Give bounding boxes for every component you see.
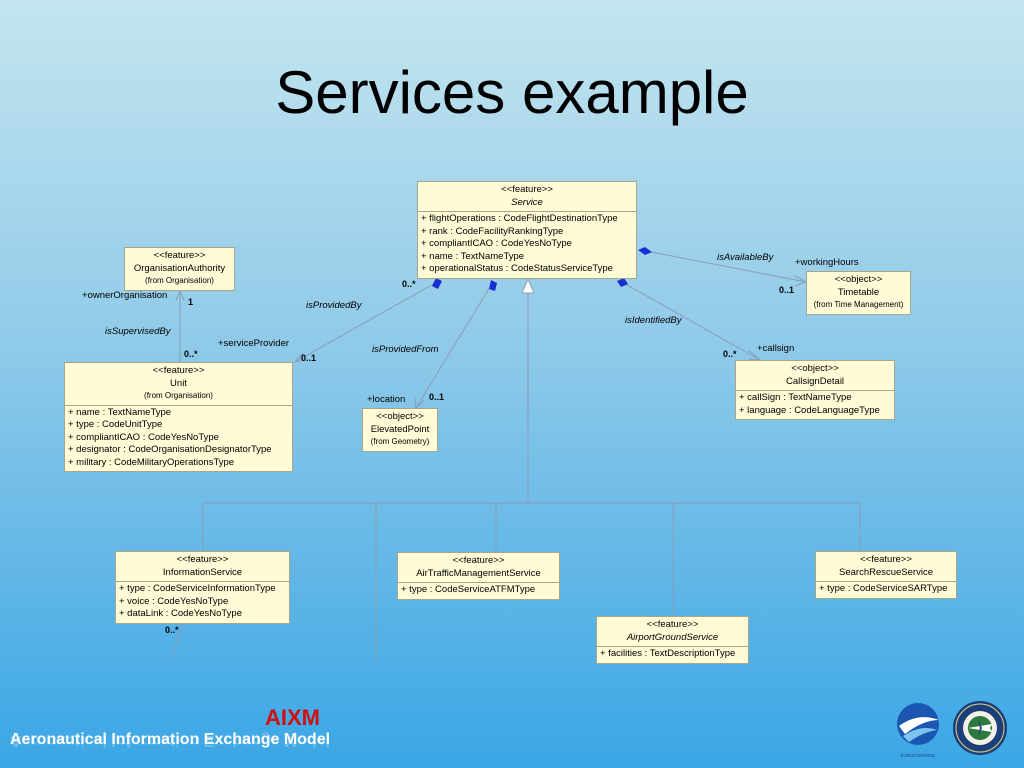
attribute: + military : CodeMilitaryOperationsType [68, 456, 235, 468]
class-name: Unit [170, 377, 187, 389]
aggregation-diamonds [432, 247, 652, 291]
stereotype: <<object>> [791, 363, 839, 374]
attribute: + name : TextNameType [68, 406, 172, 418]
stereotype: <<feature>> [860, 554, 912, 565]
class-name: AirportGroundService [626, 631, 719, 643]
page-title: Services example [275, 59, 749, 126]
eurocontrol-logo: EUROCONTROL [897, 703, 939, 758]
attribute-list: + facilities : TextDescriptionType [597, 646, 748, 663]
multiplicity-label: 0..1 [779, 285, 795, 295]
service-class[interactable]: <<feature>> Service + flightOperations :… [417, 181, 637, 279]
airport-ground-service-class[interactable]: <<feature>> AirportGroundService + facil… [596, 616, 749, 664]
class-name: Timetable [837, 286, 880, 298]
organisation-authority-class[interactable]: <<feature>> OrganisationAuthority (from … [124, 247, 235, 291]
stereotype: <<feature>> [646, 619, 699, 630]
stereotype: <<feature>> [176, 554, 229, 565]
attribute: + callSign : TextNameType [739, 392, 852, 403]
role-label: isProvidedFrom [372, 344, 439, 355]
attribute-list: + type : CodeServiceSARType [816, 581, 956, 598]
attribute: + type : CodeServiceATFMType [401, 584, 536, 595]
attribute: + designator : CodeOrganisationDesignato… [68, 444, 272, 455]
stereotype: <<feature>> [153, 250, 206, 261]
attribute: + compliantICAO : CodeYesNoType [421, 238, 572, 249]
class-name: SearchRescueService [839, 566, 933, 578]
role-label: isProvidedBy [306, 300, 362, 311]
multiplicity-label: 0..1 [429, 392, 445, 402]
attribute-list: + type : CodeServiceInformationType + vo… [116, 581, 289, 623]
stereotype: <<object>> [376, 411, 424, 422]
callsign-detail-class[interactable]: <<object>> CallsignDetail + callSign : T… [735, 360, 895, 420]
role-label: +ownerOrganisation [82, 290, 168, 301]
stereotype: <<object>> [834, 274, 883, 285]
attribute-list: + name : TextNameType + type : CodeUnitT… [65, 404, 292, 472]
multiplicity-label: 0..* [723, 349, 737, 359]
aixm-brand: AIXM [265, 705, 320, 730]
package-origin: (from Organisation) [144, 391, 213, 400]
role-label: +workingHours [795, 257, 859, 268]
attribute: + compliantICAO : CodeYesNoType [68, 431, 219, 443]
role-label: +serviceProvider [218, 338, 290, 349]
role-label: isAvailableBy [717, 252, 774, 263]
multiplicity-label: 0..* [165, 625, 179, 635]
class-name: Service [511, 196, 543, 208]
attribute-list: + callSign : TextNameType + language : C… [736, 390, 894, 419]
faa-seal-logo [953, 701, 1007, 755]
attribute: + flightOperations : CodeFlightDestinati… [421, 213, 618, 224]
attribute: + rank : CodeFacilityRankingType [421, 225, 564, 237]
class-name: OrganisationAuthority [133, 262, 226, 274]
class-name: CallsignDetail [785, 375, 845, 387]
class-name: AirTrafficManagementService [416, 567, 541, 579]
attribute: + dataLink : CodeYesNoType [119, 608, 242, 619]
package-origin: (from Geometry) [370, 437, 430, 446]
aixm-full-name: Aeronautical Information Exchange Model [10, 731, 331, 748]
attribute: + operationalStatus : CodeStatusServiceT… [421, 263, 613, 274]
attribute: + language : CodeLanguageType [739, 404, 880, 416]
class-name: ElevatedPoint [370, 423, 430, 435]
role-label: +callsign [757, 343, 795, 354]
attribute: + type : CodeServiceSARType [819, 583, 948, 594]
attribute: + name : TextNameType [421, 250, 525, 262]
stereotype: <<feature>> [152, 365, 205, 376]
multiplicity-label: 1 [188, 297, 194, 307]
class-name: InformationService [162, 566, 243, 578]
multiplicity-label: 0..* [402, 279, 416, 289]
attribute: + voice : CodeYesNoType [119, 595, 229, 607]
multiplicity-label: 0..* [184, 349, 198, 359]
attribute-list: + flightOperations : CodeFlightDestinati… [418, 211, 636, 278]
stereotype: <<feature>> [501, 184, 553, 195]
package-origin: (from Organisation) [145, 276, 214, 285]
multiplicity-label: 0..1 [301, 353, 317, 363]
role-label: +location [367, 394, 406, 405]
eurocontrol-caption: EUROCONTROL [900, 753, 935, 758]
generalization-arrow [521, 277, 535, 294]
information-service-class[interactable]: <<feature>> InformationService + type : … [115, 551, 290, 624]
search-rescue-service-class[interactable]: <<feature>> SearchRescueService + type :… [815, 551, 957, 599]
aixm-full-name-reflection: Aeronautical Information Exchange Model [10, 732, 331, 749]
attribute: + type : CodeUnitType [68, 419, 163, 430]
attribute-list: + type : CodeServiceATFMType [398, 582, 559, 599]
elevated-point-class[interactable]: <<object>> ElevatedPoint (from Geometry) [362, 408, 438, 452]
atm-service-class[interactable]: <<feature>> AirTrafficManagementService … [397, 552, 560, 600]
role-label: isIdentifiedBy [625, 315, 682, 326]
attribute: + type : CodeServiceInformationType [119, 583, 276, 594]
attribute: + facilities : TextDescriptionType [600, 648, 736, 659]
package-origin: (from Time Management) [813, 300, 904, 309]
role-label: isSupervisedBy [105, 326, 171, 337]
stereotype: <<feature>> [452, 555, 505, 566]
timetable-class[interactable]: <<object>> Timetable (from Time Manageme… [806, 271, 911, 315]
unit-class[interactable]: <<feature>> Unit (from Organisation) + n… [64, 362, 293, 472]
